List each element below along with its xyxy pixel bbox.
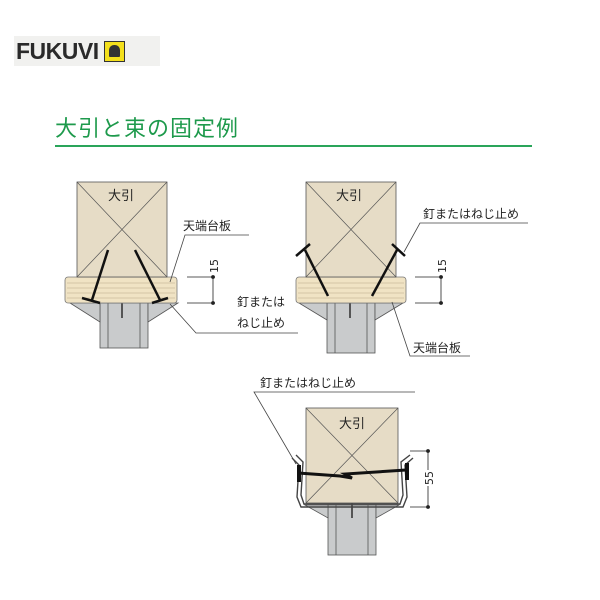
- fukuvi-logo: FUKUVI: [14, 36, 160, 66]
- title-underline: [55, 145, 532, 147]
- logo-mark-icon: [103, 40, 125, 62]
- post: [68, 302, 180, 349]
- plate-label: 天端台板: [183, 218, 231, 233]
- nail: [295, 243, 406, 297]
- diagram-2: 大引 釘またはねじ止め 15 天端台板: [295, 181, 528, 357]
- diagram-3: 大引 釘またはねじ止め 55: [253, 375, 436, 556]
- dimension-value: 55: [423, 471, 436, 485]
- dimension: [187, 275, 215, 305]
- fastener-label-line2: ねじ止め: [237, 316, 285, 330]
- leader-line: [403, 222, 528, 253]
- post: [297, 302, 405, 354]
- leader-line: [169, 234, 249, 283]
- post: [303, 503, 401, 556]
- beam-label: 大引: [339, 417, 365, 432]
- beam-label: 大引: [108, 189, 134, 204]
- fastener-label: 釘またはねじ止め: [423, 206, 519, 221]
- dimension: [415, 275, 443, 305]
- top-plate: [295, 276, 407, 304]
- nail: [81, 249, 169, 305]
- beam-label: 大引: [336, 189, 362, 204]
- leader-line: [253, 391, 415, 465]
- leader-line: [169, 303, 298, 334]
- dimension-value: 15: [436, 259, 449, 273]
- beam: [305, 407, 399, 504]
- page-title: 大引と束の固定例: [55, 117, 240, 142]
- beam: [76, 181, 168, 278]
- dimension-value: 15: [208, 259, 221, 273]
- leader-line: [391, 301, 470, 357]
- dimension-gap: [424, 470, 434, 486]
- plate-label: 天端台板: [413, 340, 461, 355]
- fastener-label: 釘またはねじ止め: [260, 375, 356, 390]
- nail: [297, 463, 409, 482]
- beam: [305, 181, 397, 278]
- fastener-label-line1: 釘または: [237, 294, 285, 309]
- logo-text: FUKUVI: [16, 37, 99, 64]
- diagram-1: 大引 天端台板 15 釘または ねじ止め: [64, 181, 298, 349]
